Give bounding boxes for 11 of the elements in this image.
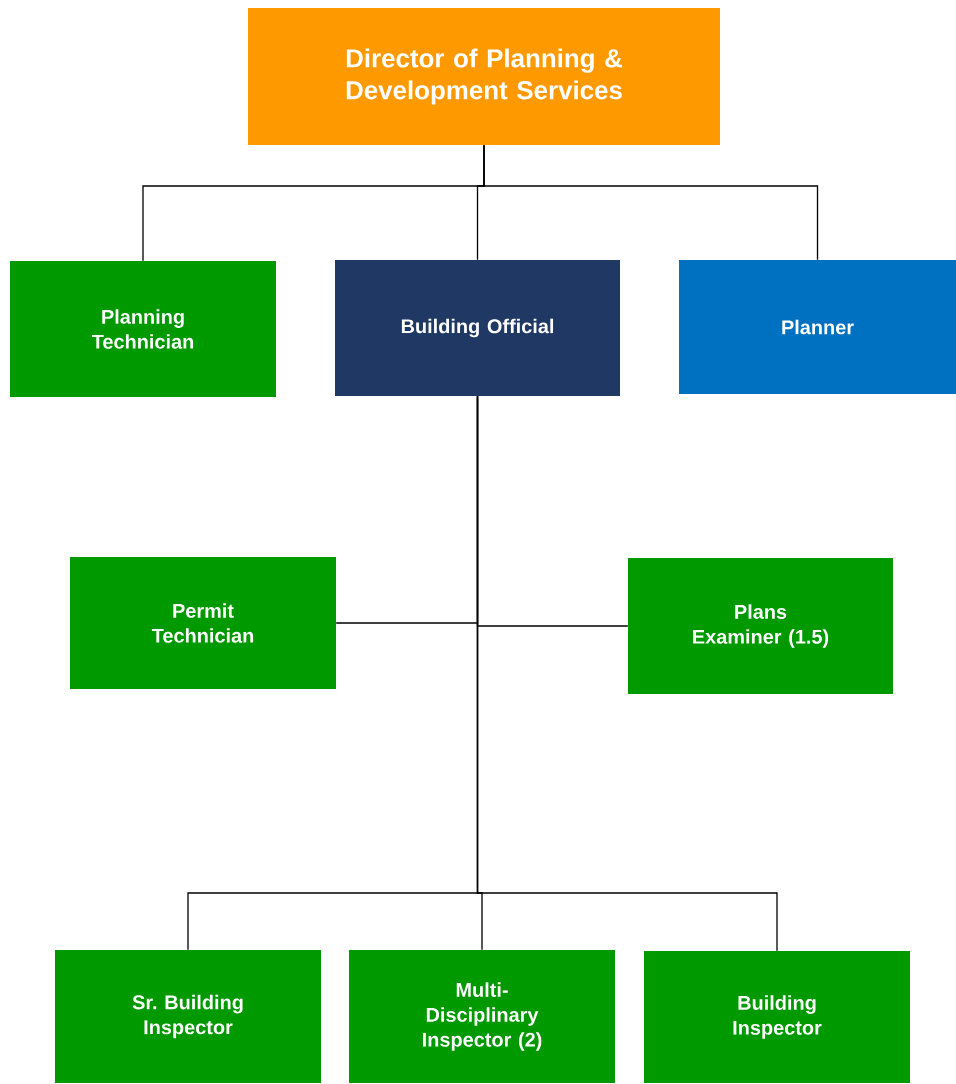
org-box: Building Official [335,260,620,396]
org-box: Planning Technician [10,261,276,397]
org-box: Plans Examiner (1.5) [628,558,893,694]
org-box: Multi-Disciplinary Inspector (2) [349,950,615,1083]
connector-line [476,395,778,952]
org-box: Building Inspector [644,951,910,1083]
org-box: Director of Planning & Development Services [248,8,720,145]
connector-line [483,144,819,261]
org-box: Planner [679,260,956,394]
org-box: Permit Technician [70,557,336,689]
org-box: Sr. Building Inspector [55,950,321,1083]
